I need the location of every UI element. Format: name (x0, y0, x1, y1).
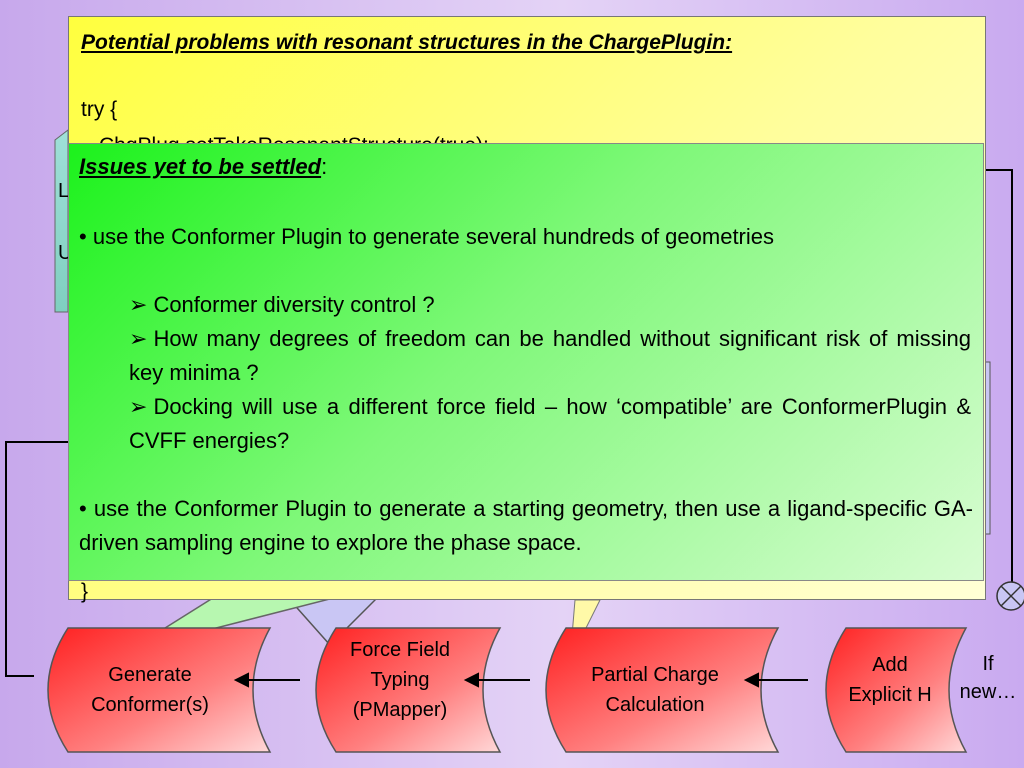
label-line: Generate (108, 664, 192, 686)
sub-bullet-3: ➢Docking will use a different force fiel… (129, 390, 971, 458)
sub-bullet-1-text: Conformer diversity control ? (153, 292, 435, 317)
bullet-1-text: use the Conformer Plugin to generate sev… (92, 224, 775, 249)
flow-arrow-1 (233, 672, 300, 688)
code-line-close: } (81, 580, 89, 603)
green-note-title: Issues yet to be settled: (79, 154, 327, 180)
flow-arrow-2 (463, 672, 530, 688)
if-new-line: new… (959, 681, 1017, 703)
if-new-label: If new… (954, 650, 1022, 706)
sub-bullet-3-text: Docking will use a different force field… (129, 394, 971, 453)
label-line: Typing (370, 669, 430, 691)
bullet-1: • use the Conformer Plugin to generate s… (79, 220, 973, 254)
label-line: Conformer(s) (91, 694, 209, 716)
arrowhead-icon: ➢ (129, 292, 148, 317)
label-line: Add (872, 654, 908, 676)
arrowhead-icon: ➢ (129, 394, 148, 419)
loop-connector-left (5, 441, 68, 677)
sub-bullet-1: ➢Conformer diversity control ? (129, 288, 971, 322)
arrowhead-icon: ➢ (129, 326, 148, 351)
label-line: Force Field (349, 639, 451, 661)
process-box-partial-charge (545, 627, 780, 753)
label-line: Explicit H (848, 684, 932, 706)
green-note: Issues yet to be settled: • use the Conf… (68, 143, 984, 581)
teal-callout (54, 128, 69, 313)
loop-connector-right (984, 169, 1013, 582)
yellow-note-title: Potential problems with resonant structu… (81, 31, 733, 54)
sub-bullet-2: ➢How many degrees of freedom can be hand… (129, 322, 971, 390)
bullet-2: • use the Conformer Plugin to generate a… (79, 492, 973, 560)
partial-letter-l: L (58, 180, 70, 202)
label-line: Partial Charge (591, 664, 719, 686)
bullet-2-text: use the Conformer Plugin to generate a s… (79, 496, 973, 555)
bullet-dot-1: • (79, 224, 93, 249)
label-line: Calculation (605, 694, 705, 716)
flow-arrow-3 (743, 672, 808, 688)
bullet-dot-2: • (79, 496, 94, 521)
process-box-add-explicit-h (825, 627, 968, 753)
code-line-try: try { (81, 98, 118, 121)
summing-junction-icon (996, 581, 1024, 611)
green-note-title-text: Issues yet to be settled (79, 154, 322, 179)
sub-bullet-2-text: How many degrees of freedom can be handl… (129, 326, 971, 385)
green-note-title-suffix: : (321, 154, 328, 179)
label-line: (PMapper) (352, 699, 448, 721)
if-new-line: If (982, 653, 994, 675)
process-box-force-field-typing (315, 627, 502, 753)
process-box-generate-conformer (47, 627, 272, 753)
